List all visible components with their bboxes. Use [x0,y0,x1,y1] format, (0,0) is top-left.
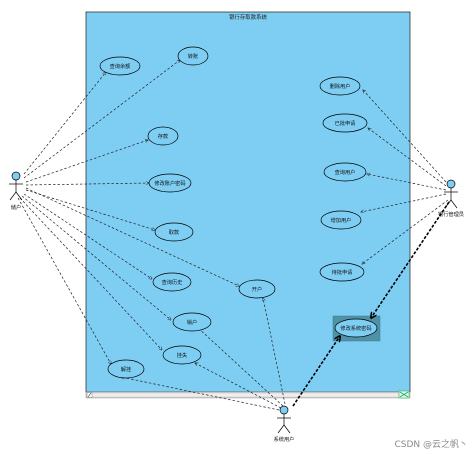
actor-head-icon [11,171,21,181]
svg-text:删除用户: 删除用户 [330,82,351,90]
svg-text:修改账户密码: 修改账户密码 [154,179,185,187]
usecase-report-loss[interactable]: 挂失 [162,345,202,365]
usecase-pending-request[interactable]: 待批申请 [319,262,365,282]
usecase-query-user[interactable]: 查询用户 [323,162,367,182]
svg-text:销户: 销户 [187,318,197,326]
canvas-scrollbar[interactable] [85,391,411,399]
watermark: CSDN @云之帆丶 [394,440,468,450]
usecase-query-history[interactable]: 查询历史 [152,272,192,292]
sysuser-associations [121,298,286,411]
svg-text:转账: 转账 [188,52,198,60]
svg-text:修改系统密码: 修改系统密码 [340,324,371,332]
admin-to-change-sys-password [371,201,450,318]
svg-text:挂失: 挂失 [177,351,188,359]
actor-head-icon [279,405,289,415]
usecase-add-user[interactable]: 增加用户 [320,210,362,230]
usecase-query-balance[interactable]: 查询余额 [99,56,141,76]
actor-admin[interactable]: 银行管理员 [438,179,464,218]
navigator-icon[interactable] [398,390,410,399]
svg-text:开户: 开户 [252,285,262,293]
actor-customer[interactable]: 储户 [9,171,23,211]
actor-system-user-label: 系统用户 [274,435,295,443]
usecase-transfer[interactable]: 转账 [177,46,209,66]
usecase-deposit[interactable]: 存款 [147,126,179,146]
actor-customer-label: 储户 [11,203,21,211]
svg-text:查询余额: 查询余额 [110,62,132,70]
usecase-withdraw[interactable]: 取款 [154,222,194,242]
usecase-change-password[interactable]: 修改账户密码 [148,173,192,193]
svg-text:存款: 存款 [158,132,169,140]
svg-text:已批申请: 已批申请 [335,119,356,127]
usecase-close-account[interactable]: 销户 [172,312,212,332]
svg-text:查询用户: 查询用户 [335,168,356,176]
svg-text:增加用户: 增加用户 [331,216,352,224]
svg-text:取款: 取款 [169,228,180,236]
usecase-change-sys-password[interactable]: 修改系统密码 [334,318,378,338]
svg-text:解挂: 解挂 [121,365,131,373]
actor-system-user[interactable]: 系统用户 [274,405,295,443]
system-title: 银行存取款系统 [229,13,267,21]
usecase-unfreeze[interactable]: 解挂 [107,359,145,379]
svg-text:查询历史: 查询历史 [162,278,183,286]
actor-head-icon [446,179,456,189]
customer-associations [17,60,239,364]
admin-associations [361,90,449,264]
actor-admin-label: 银行管理员 [438,210,464,218]
usecase-delete-user[interactable]: 删除用户 [319,76,361,96]
resize-handle-icon[interactable] [86,392,93,398]
sysuser-to-change-sys-password [292,336,340,407]
svg-text:待批申请: 待批申请 [332,268,353,276]
usecase-approve-request[interactable]: 已批申请 [322,113,368,133]
usecase-open-account[interactable]: 开户 [238,279,276,299]
